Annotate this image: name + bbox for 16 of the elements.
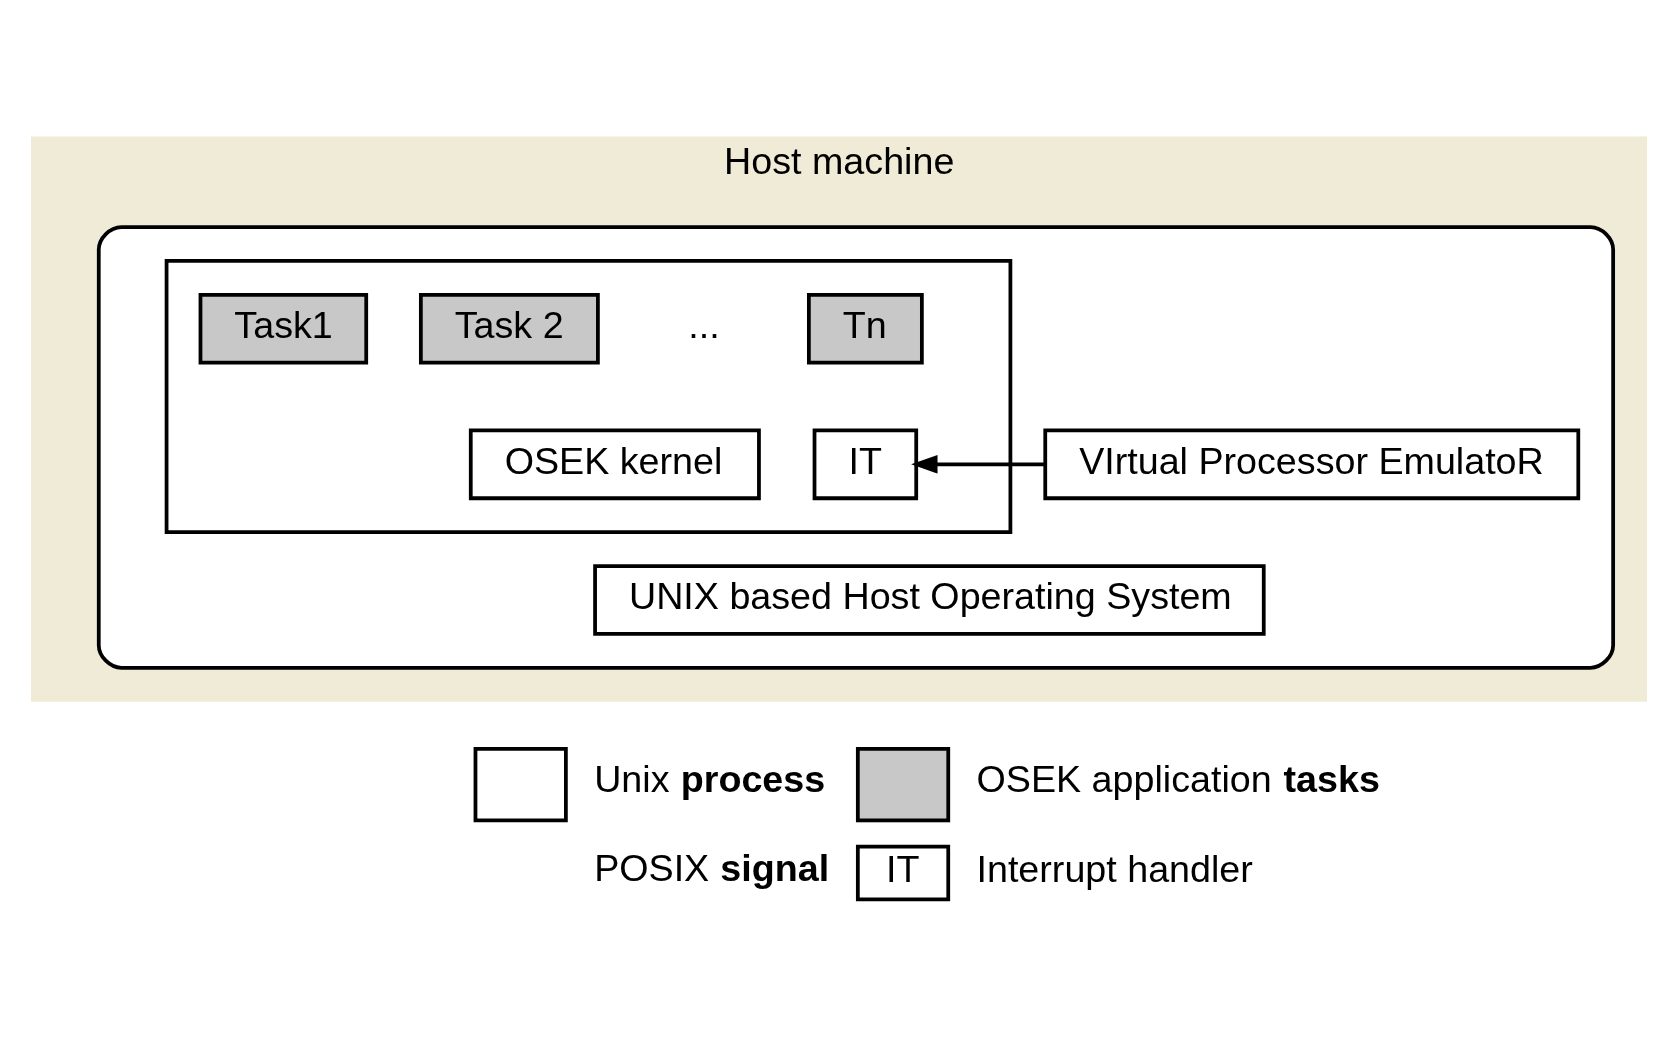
node-box: IT: [812, 428, 919, 501]
legend-label: OSEK application tasks: [976, 758, 1380, 801]
arrow: [911, 455, 1045, 474]
node-box: Task1: [198, 292, 369, 365]
label: ...: [688, 304, 720, 347]
node-box: VIrtual Processor EmulatoR: [1043, 428, 1581, 501]
node-box: Tn: [806, 292, 924, 365]
legend-label: Interrupt handler: [976, 848, 1253, 891]
node-box: UNIX based Host Operating System: [593, 564, 1266, 636]
cluster: [96, 225, 1616, 670]
node-box: OSEK kernel: [468, 428, 761, 501]
legend-label: Unix process: [594, 758, 826, 801]
legend-label: POSIX signal: [594, 846, 830, 889]
node-box: Task 2: [418, 292, 600, 365]
label: IT: [886, 848, 920, 891]
cluster: [164, 259, 1013, 535]
